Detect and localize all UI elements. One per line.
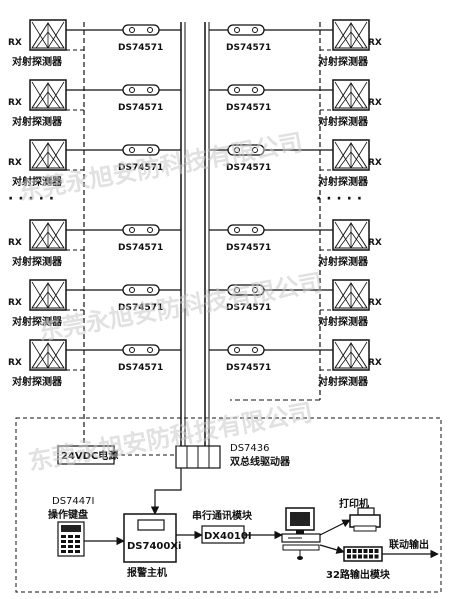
- module-left-4: [122, 224, 160, 236]
- beam-detector-right-2: [332, 79, 370, 111]
- rx-label-right-6: RX: [368, 358, 382, 368]
- serial-module-model: DX4010I: [204, 531, 252, 542]
- module-left-1: [122, 24, 160, 36]
- module-label-left-5: DS74571: [118, 303, 163, 313]
- alarm-host-model: DS7400Xi: [127, 541, 181, 552]
- beam-detector-left-4: [29, 219, 67, 251]
- alarm-host-name: 报警主机: [127, 566, 167, 579]
- rx-label-left-6: RX: [8, 358, 22, 368]
- power-supply-label: 24VDC电源: [61, 449, 118, 462]
- module-right-5: [227, 284, 265, 296]
- detector-label-left-6: 对射探测器: [12, 375, 63, 388]
- module-label-right-5: DS74571: [226, 303, 271, 313]
- detector-label-left-3: 对射探测器: [12, 175, 63, 188]
- printer-icon: [349, 507, 381, 532]
- beam-detector-left-5: [29, 279, 67, 311]
- module-label-right-6: DS74571: [226, 363, 271, 373]
- beam-detector-right-4: [332, 219, 370, 251]
- rx-label-left-1: RX: [8, 38, 22, 48]
- detector-label-right-5: 对射探测器: [318, 315, 369, 328]
- rx-label-right-3: RX: [368, 158, 382, 168]
- beam-detector-left-6: [29, 339, 67, 371]
- module-label-left-6: DS74571: [118, 363, 163, 373]
- detector-label-left-5: 对射探测器: [12, 315, 63, 328]
- module-label-left-3: DS74571: [118, 163, 163, 173]
- detector-label-right-1: 对射探测器: [318, 55, 369, 68]
- module-label-right-1: DS74571: [226, 43, 271, 53]
- rx-label-right-5: RX: [368, 298, 382, 308]
- detector-label-right-2: 对射探测器: [318, 115, 369, 128]
- detector-label-left-2: 对射探测器: [12, 115, 63, 128]
- detector-label-right-4: 对射探测器: [318, 255, 369, 268]
- keypad-model: DS7447I: [52, 496, 94, 507]
- rx-label-left-4: RX: [8, 238, 22, 248]
- pc-to-printer-line: [319, 519, 351, 536]
- module-left-6: [122, 344, 160, 356]
- beam-detector-right-3: [332, 139, 370, 171]
- module-left-5: [122, 284, 160, 296]
- beam-detector-right-5: [332, 279, 370, 311]
- driver-to-host-arrow: [150, 468, 182, 515]
- rx-label-right-2: RX: [368, 98, 382, 108]
- module-right-1: [227, 24, 265, 36]
- beam-detector-left-2: [29, 79, 67, 111]
- rx-label-left-2: RX: [8, 98, 22, 108]
- bus-driver-name: 双总线驱动器: [230, 455, 291, 468]
- output-module-label: 32路输出模块: [326, 568, 391, 581]
- module-label-left-2: DS74571: [118, 103, 163, 113]
- detector-label-left-1: 对射探测器: [12, 55, 63, 68]
- serial-module-name: 串行通讯模块: [192, 509, 253, 522]
- rx-label-left-5: RX: [8, 298, 22, 308]
- module-right-6: [227, 344, 265, 356]
- module-right-2: [227, 84, 265, 96]
- beam-detector-left-1: [29, 19, 67, 51]
- detector-label-right-6: 对射探测器: [318, 375, 369, 388]
- module-right-3: [227, 144, 265, 156]
- rx-label-right-4: RX: [368, 238, 382, 248]
- right-dots: · · · · ·: [316, 191, 362, 207]
- keypad-name: 操作键盘: [48, 508, 88, 521]
- rx-label-right-1: RX: [368, 38, 382, 48]
- module-right-4: [227, 224, 265, 236]
- beam-detector-left-3: [29, 139, 67, 171]
- detector-label-right-3: 对射探测器: [318, 175, 369, 188]
- beam-detector-right-6: [332, 339, 370, 371]
- beam-detector-right-1: [332, 19, 370, 51]
- bus-driver-model: DS7436: [230, 443, 270, 454]
- pc-to-output-line: [319, 544, 345, 554]
- control-area-dashed-box: [15, 417, 442, 593]
- rx-label-left-3: RX: [8, 158, 22, 168]
- alarm-host-icon: [123, 513, 177, 563]
- keypad-icon: [57, 521, 85, 557]
- module-label-left-4: DS74571: [118, 243, 163, 253]
- printer-label: 打印机: [339, 497, 369, 510]
- module-label-right-3: DS74571: [226, 163, 271, 173]
- module-label-right-2: DS74571: [226, 103, 271, 113]
- module-label-right-4: DS74571: [226, 243, 271, 253]
- module-left-2: [122, 84, 160, 96]
- left-dots: · · · · ·: [8, 191, 54, 207]
- output-module-icon: [343, 546, 383, 562]
- linkage-output-label: 联动输出: [389, 538, 429, 551]
- module-label-left-1: DS74571: [118, 43, 163, 53]
- module-left-3: [122, 144, 160, 156]
- detector-label-left-4: 对射探测器: [12, 255, 63, 268]
- computer-icon: [281, 507, 321, 560]
